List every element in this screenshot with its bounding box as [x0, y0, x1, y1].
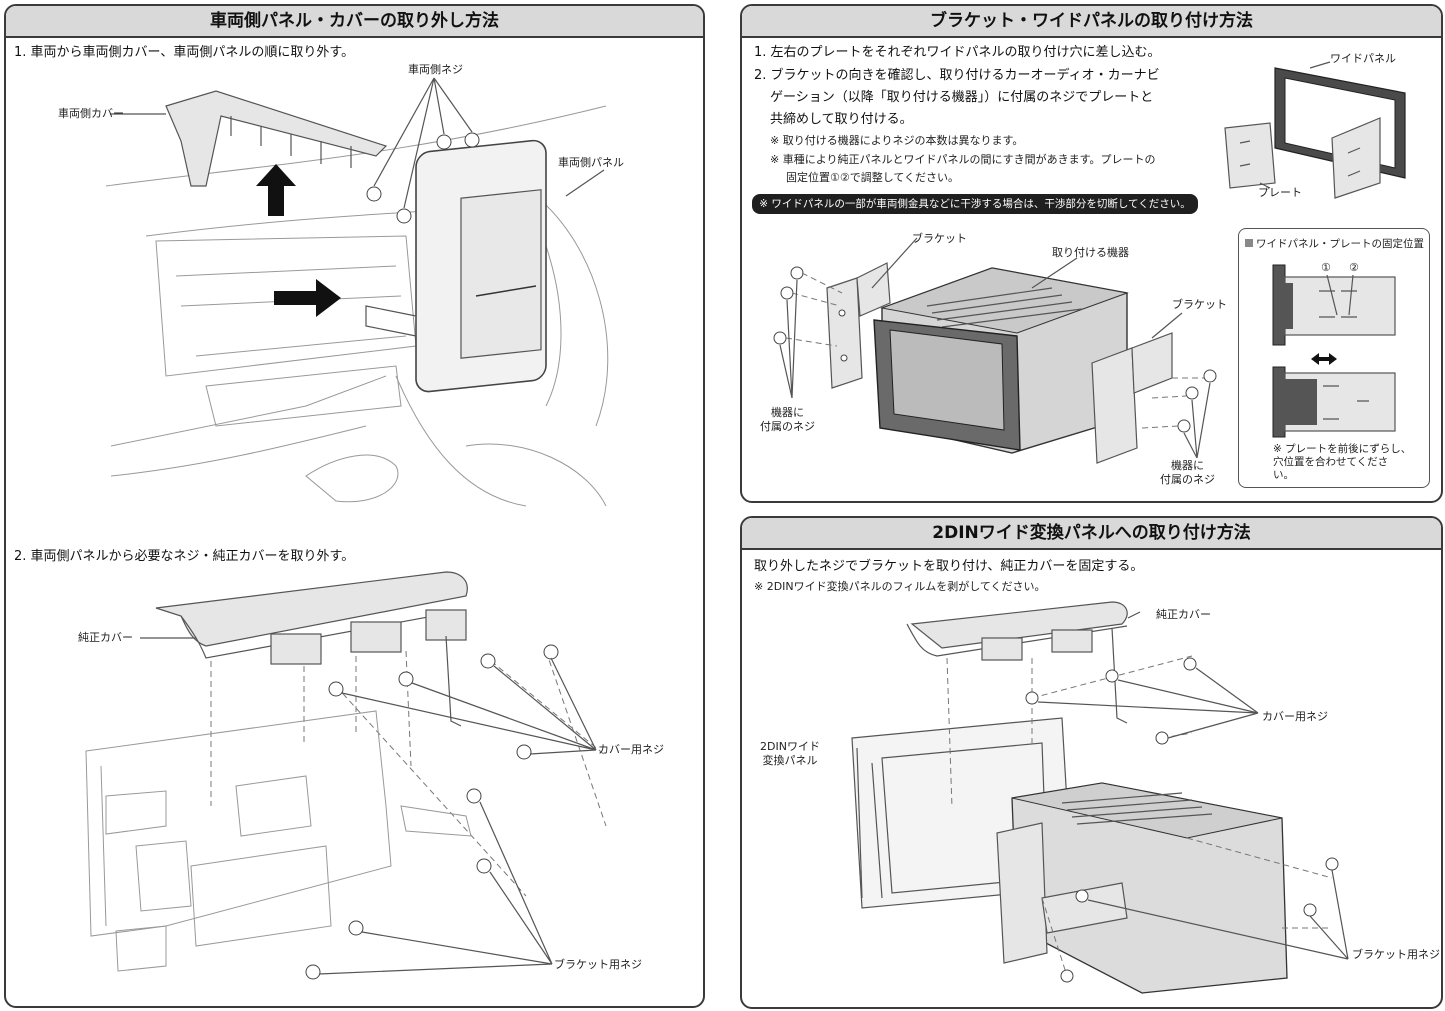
bracket-step-2-line-1: 2. ブラケットの向きを確認し、取り付けるカーオーディオ・カーナビ	[754, 68, 1160, 83]
plate-position-inset: ワイドパネル・プレートの固定位置 ① ② ※ プレートを前後にずらし、 穴位置を…	[1238, 228, 1430, 488]
label-wide-panel: ワイドパネル	[1330, 52, 1396, 65]
label-cover-screw-c: カバー用ネジ	[1262, 710, 1328, 723]
label-device: 取り付ける機器	[1052, 246, 1129, 259]
label-oem-cover-a: 純正カバー	[78, 631, 133, 644]
conversion-line-1: 取り外したネジでブラケットを取り付け、純正カバーを固定する。	[754, 559, 1144, 574]
removal-step-1: 1. 車両から車両側カバー、車両側パネルの順に取り外す。	[14, 45, 355, 60]
bracket-install-panel-title: ブラケット・ワイドパネルの取り付け方法	[742, 6, 1441, 38]
inset-mark-1: ①	[1321, 261, 1331, 274]
bracket-note-2-line-1: ※ 車種により純正パネルとワイドパネルの間にすき間があきます。プレートの	[770, 153, 1156, 166]
inset-mark-2: ②	[1349, 261, 1359, 274]
conversion-panel-title: 2DINワイド変換パネルへの取り付け方法	[742, 518, 1441, 550]
bracket-step-2-line-2: ゲーション（以降「取り付ける機器」）に付属のネジでプレートと	[770, 90, 1154, 105]
inset-title: ワイドパネル・プレートの固定位置	[1245, 237, 1424, 251]
dashboard-illustration	[105, 77, 609, 507]
bracket-step-1: 1. 左右のプレートをそれぞれワイドパネルの取り付け穴に差し込む。	[754, 45, 1161, 60]
label-cover-screw-a: カバー用ネジ	[598, 743, 664, 756]
label-oem-cover-c: 純正カバー	[1156, 608, 1211, 621]
label-bracket-left: ブラケット	[912, 232, 967, 245]
label-vehicle-screw: 車両側ネジ	[408, 63, 463, 76]
bracket-device-illustration	[773, 237, 1217, 464]
bracket-note-1: ※ 取り付ける機器によりネジの本数は異なります。	[770, 134, 1024, 147]
removal-panel-title: 車両側パネル・カバーの取り外し方法	[6, 6, 703, 38]
interference-warning: ※ ワイドパネルの一部が車両側金具などに干渉する場合は、干渉部分を切断してくださ…	[752, 194, 1198, 214]
bracket-note-2-line-2: 固定位置①②で調整してください。	[786, 171, 960, 184]
label-plate: プレート	[1258, 186, 1302, 199]
label-bracket-screw-c: ブラケット用ネジ	[1352, 948, 1440, 961]
label-conversion-panel: 2DINワイド 変換パネル	[760, 740, 820, 767]
removal-step-2: 2. 車両側パネルから必要なネジ・純正カバーを取り外す。	[14, 549, 355, 564]
inset-square-icon	[1245, 239, 1253, 247]
conversion-illustration	[851, 601, 1349, 994]
panel-exploded-illustration	[85, 571, 607, 980]
bracket-step-2-line-3: 共締めして取り付ける。	[770, 112, 913, 127]
label-bracket-screw-a: ブラケット用ネジ	[554, 958, 642, 971]
removal-panel: 車両側パネル・カバーの取り外し方法 1. 車両から車両側カバー、車両側パネルの順…	[4, 4, 705, 1008]
label-vehicle-panel: 車両側パネル	[558, 156, 624, 169]
conversion-line-2: ※ 2DINワイド変換パネルのフィルムを剥がしてください。	[754, 580, 1046, 593]
inset-illustration	[1272, 264, 1396, 438]
wide-panel-plate-illustration	[1224, 61, 1406, 199]
conversion-panel: 2DINワイド変換パネルへの取り付け方法 取り外したネジでブラケットを取り付け、…	[740, 516, 1443, 1009]
label-device-screw-left: 機器に 付属のネジ	[760, 406, 815, 433]
label-bracket-right: ブラケット	[1172, 298, 1227, 311]
bracket-install-panel: ブラケット・ワイドパネルの取り付け方法 1. 左右のプレートをそれぞれワイドパネ…	[740, 4, 1443, 503]
inset-note: ※ プレートを前後にずらし、 穴位置を合わせてくださ い。	[1273, 443, 1412, 481]
inset-title-text: ワイドパネル・プレートの固定位置	[1256, 238, 1424, 250]
label-device-screw-right: 機器に 付属のネジ	[1160, 459, 1215, 486]
label-vehicle-cover: 車両側カバー	[58, 107, 124, 120]
